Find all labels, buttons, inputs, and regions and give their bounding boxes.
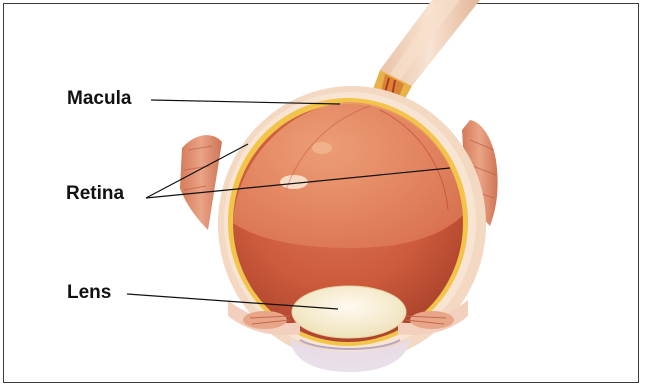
optic-nerve <box>372 0 480 104</box>
macula-label: Macula <box>67 89 131 108</box>
lens-label: Lens <box>67 283 111 302</box>
retina-label: Retina <box>66 184 124 203</box>
